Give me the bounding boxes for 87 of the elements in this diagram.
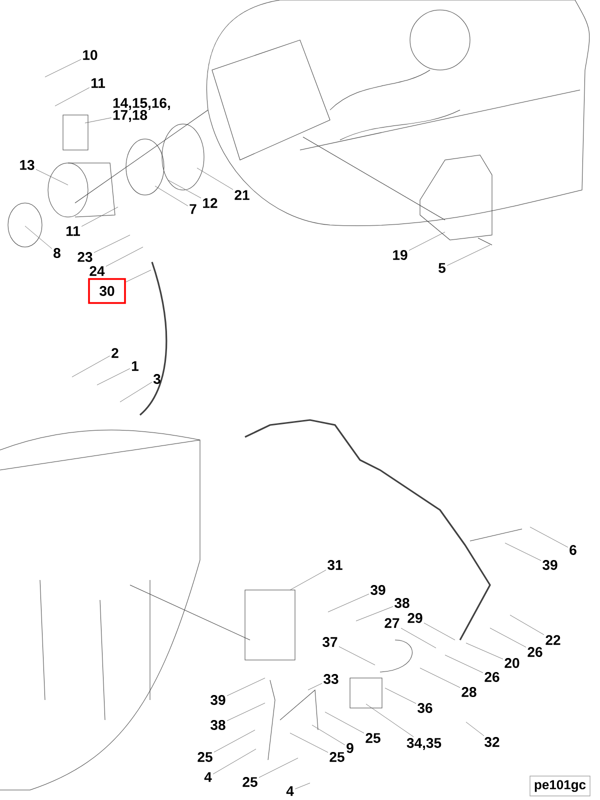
leader-line xyxy=(126,270,152,282)
leader-line xyxy=(328,594,370,612)
callout-number: 38 xyxy=(210,720,226,730)
leader-line xyxy=(258,758,298,778)
leader-line xyxy=(312,724,346,746)
callout-number: 31 xyxy=(328,560,342,570)
leader-line xyxy=(81,206,118,227)
callout-number: 39 xyxy=(210,695,226,705)
callout-number: 8 xyxy=(54,248,60,258)
callout-number: 14,15,16, 17,18 xyxy=(113,98,170,122)
callout-number: 26 xyxy=(484,672,500,682)
callout-number: 39 xyxy=(542,560,558,570)
callout-number: 6 xyxy=(570,545,576,555)
callout-number: 38 xyxy=(394,598,410,608)
leader-line xyxy=(530,526,568,548)
leader-line xyxy=(96,368,130,386)
callout-number: 36 xyxy=(418,703,432,713)
callout-number: 21 xyxy=(234,190,250,200)
callout-number: 10 xyxy=(83,50,98,60)
callout-number: 27 xyxy=(384,618,400,628)
callout-number: 26 xyxy=(528,647,542,657)
leader-line xyxy=(72,356,110,378)
callout-number: 2 xyxy=(112,348,118,358)
callout-number: 25 xyxy=(242,777,258,787)
callout-number: 23 xyxy=(78,252,92,262)
callout-number: 37 xyxy=(322,637,338,647)
leader-line xyxy=(338,646,376,666)
leader-line xyxy=(408,232,446,251)
leader-line xyxy=(196,168,234,190)
callout-number: 32 xyxy=(484,737,500,747)
callout-number: 24 xyxy=(90,266,105,276)
leader-line xyxy=(308,683,322,690)
callout-number: 11 xyxy=(91,78,106,88)
leader-line xyxy=(366,704,414,738)
leader-line xyxy=(120,382,152,402)
callout-number: 29 xyxy=(408,613,422,623)
callout-number: 33 xyxy=(324,674,338,684)
callout-number: 1 xyxy=(132,361,138,371)
leader-line xyxy=(84,118,112,124)
drawing-code-box: pe101gc xyxy=(530,776,590,796)
leader-line xyxy=(384,688,416,704)
leader-line xyxy=(214,730,256,752)
callout-number: 25 xyxy=(198,752,212,762)
leader-line xyxy=(490,628,526,648)
leader-line xyxy=(324,712,364,734)
leader-line xyxy=(168,180,202,198)
callout-number: 34,35 xyxy=(406,738,442,750)
callout-number: 7 xyxy=(190,204,196,214)
callout-number: 5 xyxy=(438,263,446,273)
leader-line xyxy=(444,654,484,674)
leader-line xyxy=(446,244,490,266)
callout-number: 13 xyxy=(20,160,34,170)
callout-number: 25 xyxy=(366,733,380,743)
leader-line xyxy=(94,234,130,253)
callout-number: 19 xyxy=(393,250,408,260)
leader-line xyxy=(510,614,544,635)
callout-number: 39 xyxy=(370,585,386,595)
callout-number: 20 xyxy=(504,658,520,668)
callout-number: 12 xyxy=(203,198,218,208)
leader-line xyxy=(212,748,256,774)
leader-line xyxy=(356,606,394,622)
leader-line xyxy=(466,722,484,736)
callout-number: 25 xyxy=(330,752,344,762)
leader-line xyxy=(54,87,90,106)
leader-line xyxy=(420,668,460,688)
callout-number: 28 xyxy=(462,687,476,697)
highlighted-callout-number: 30 xyxy=(88,278,126,304)
leader-line xyxy=(424,622,456,640)
leader-line xyxy=(294,782,310,790)
callout-number: 3 xyxy=(153,374,160,384)
callout-number: 22 xyxy=(546,635,560,645)
leader-line xyxy=(44,59,82,78)
leader-line xyxy=(466,642,504,660)
leader-line xyxy=(106,246,144,267)
leader-line xyxy=(504,542,542,561)
leader-line xyxy=(226,702,266,722)
leader-line xyxy=(24,226,52,249)
callout-number: 11 xyxy=(66,226,80,236)
leader-line xyxy=(290,570,326,590)
leader-line xyxy=(226,678,266,696)
callout-number: 4 xyxy=(204,772,212,782)
callout-number: 4 xyxy=(286,786,294,796)
leader-line xyxy=(290,732,328,753)
leader-line xyxy=(400,628,436,648)
leader-line xyxy=(36,169,68,186)
callout-number: 9 xyxy=(346,743,354,753)
leader-line xyxy=(154,186,188,206)
